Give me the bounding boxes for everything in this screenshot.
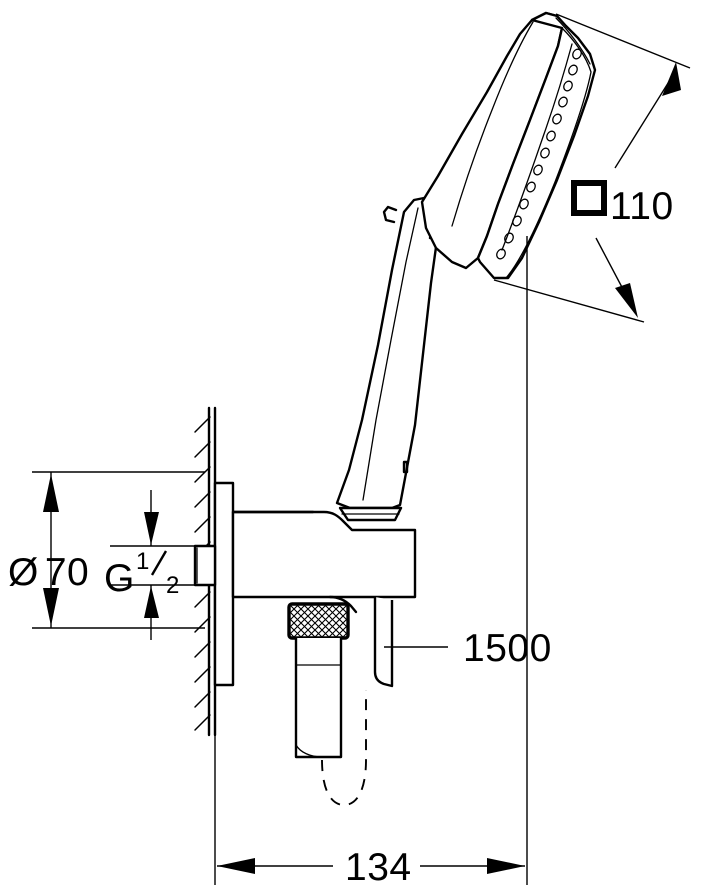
- fraction-denominator: 2: [166, 572, 179, 599]
- dimension-label-110: 110: [610, 185, 674, 228]
- hand-shower: [335, 11, 597, 522]
- diameter-symbol-icon: Ø: [8, 551, 39, 594]
- dimension-projection-depth: 134: [214, 236, 528, 889]
- dimension-thread-size: G 1 2: [104, 490, 205, 640]
- wall-bracket: [231, 510, 417, 688]
- dimension-spray-face-size: 110: [493, 13, 691, 323]
- escutcheon: [213, 481, 235, 687]
- shower-hose: [294, 638, 367, 806]
- square-symbol-icon: [571, 180, 607, 216]
- knurled-nut: [287, 602, 350, 640]
- fraction-numerator: 1: [136, 548, 149, 575]
- diameter-value: 70: [45, 551, 89, 594]
- dimension-label-1500: 1500: [463, 627, 552, 670]
- dimension-label-thread-g: G: [104, 557, 135, 600]
- dimension-label-134: 134: [345, 846, 412, 889]
- threaded-nipple: [193, 544, 217, 587]
- dimension-hose-length: 1500: [384, 627, 552, 670]
- fraction-slash-icon: [150, 550, 168, 576]
- spray-nozzles: [496, 48, 582, 260]
